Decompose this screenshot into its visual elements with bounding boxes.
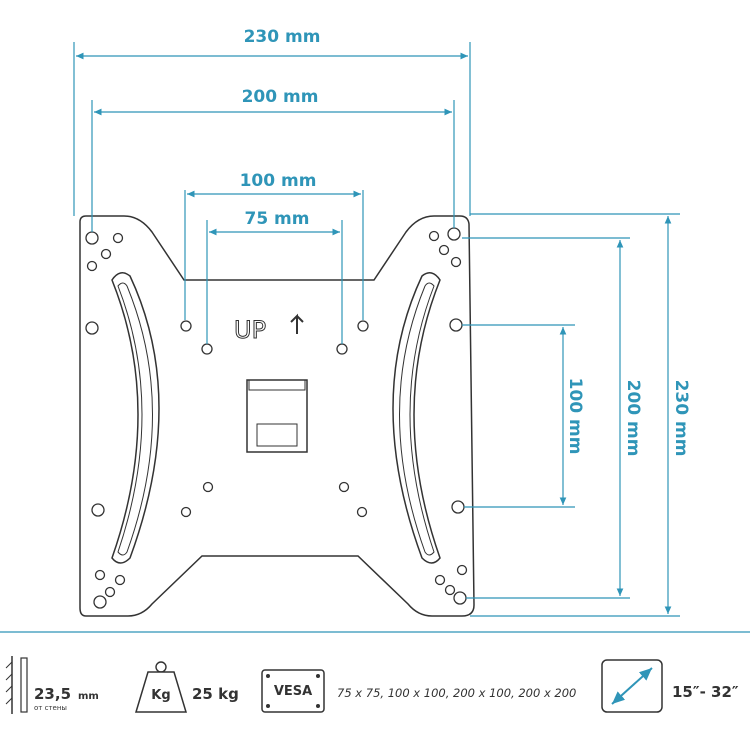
vesa-badge: VESA: [274, 684, 312, 699]
hole: [449, 318, 463, 332]
dimension-lines: [73, 42, 680, 617]
dim-height-230: 230 mm: [671, 380, 691, 457]
dim-width-100: 100 mm: [240, 171, 317, 191]
right-slot-inner: [399, 282, 435, 556]
hole: [356, 506, 368, 518]
hole: [86, 260, 98, 272]
hole: [434, 574, 446, 586]
dim-width-75: 75 mm: [244, 209, 309, 229]
hole: [447, 227, 461, 241]
dim-width-200: 200 mm: [242, 87, 319, 107]
hole: [94, 569, 106, 581]
hole: [201, 343, 213, 355]
weight-icon: [134, 661, 188, 713]
vesa-patterns: 75 x 75, 100 x 100, 200 x 100, 200 x 200: [337, 686, 576, 700]
hole: [428, 230, 440, 242]
hole: [456, 564, 468, 576]
hole: [112, 232, 124, 244]
center-bracket-tab: [256, 423, 298, 447]
hole: [180, 320, 192, 332]
vesa-icon: [261, 669, 325, 713]
center-bracket-top: [248, 379, 306, 391]
hole: [85, 321, 99, 335]
screen-size: 15″- 32″: [672, 683, 739, 701]
hole: [444, 584, 456, 596]
hole: [93, 595, 107, 609]
up-label: UP: [234, 316, 266, 344]
max-load: 25 kg: [192, 685, 239, 703]
screen-diagonal-icon: [601, 659, 663, 713]
hole: [438, 244, 450, 256]
hole: [336, 343, 348, 355]
wall-distance-value: 23,5: [34, 685, 71, 703]
wall-distance-unit: mm: [78, 691, 99, 702]
hole: [85, 231, 99, 245]
center-bracket: [246, 379, 308, 453]
left-slot-inner: [117, 282, 153, 556]
hole: [114, 574, 126, 586]
dim-width-230: 230 mm: [244, 27, 321, 47]
hole: [180, 506, 192, 518]
weight-icon-label: Kg: [151, 688, 170, 703]
hole: [104, 586, 116, 598]
hole: [100, 248, 112, 260]
mounting-holes: [85, 227, 468, 609]
dim-height-200: 200 mm: [623, 380, 643, 457]
dim-height-100: 100 mm: [565, 378, 585, 455]
left-slot: [111, 272, 160, 564]
mounting-plate: UP: [79, 215, 475, 617]
hole: [451, 500, 465, 514]
hole: [453, 591, 467, 605]
wall-distance-icon: [5, 656, 28, 714]
hole: [91, 503, 105, 517]
wall-distance-caption: от стены: [34, 704, 67, 712]
hole: [357, 320, 369, 332]
hole: [450, 256, 462, 268]
hole: [202, 481, 214, 493]
up-arrow-icon: [290, 313, 304, 334]
hole: [338, 481, 350, 493]
right-slot: [392, 272, 441, 564]
